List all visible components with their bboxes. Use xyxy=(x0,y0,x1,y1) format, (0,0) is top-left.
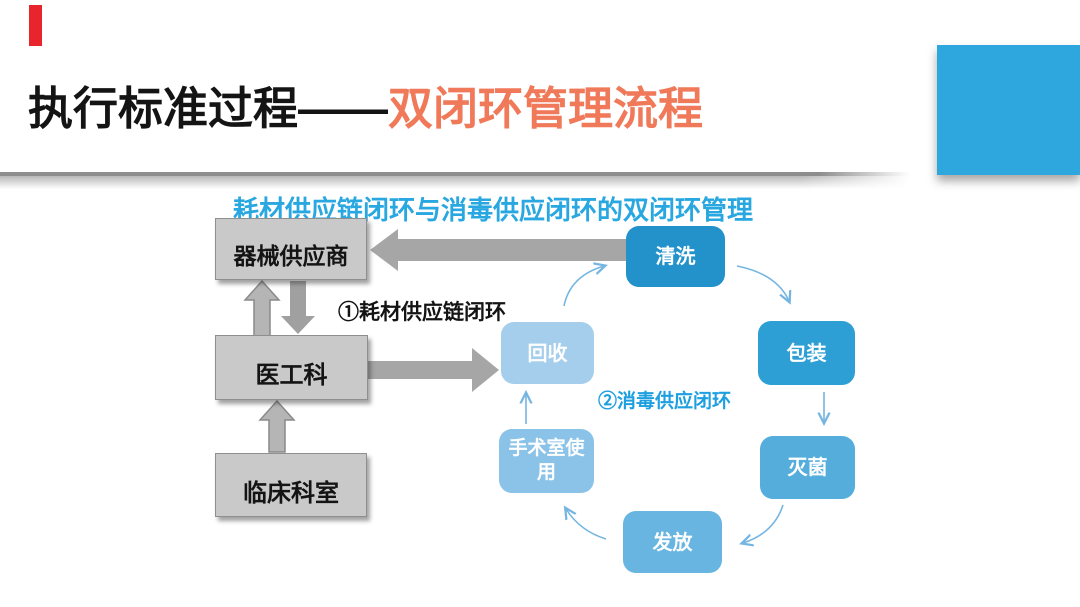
arrow-supplier-to-medeng-down xyxy=(281,281,315,334)
loop1-label: ①耗材供应链闭环 xyxy=(338,301,506,324)
cycle-step-wash: 清洗 xyxy=(626,226,725,287)
cycle-step-operating-room-use: 手术室使用 xyxy=(499,429,594,493)
arrow-medeng-to-recycle xyxy=(368,348,499,392)
divider-line xyxy=(0,172,910,176)
cycle-step-recycle: 回收 xyxy=(501,322,594,384)
loop2-label: ②消毒供应闭环 xyxy=(598,391,732,412)
cycle-step-pack: 包装 xyxy=(758,321,855,385)
title-dash: —— xyxy=(298,83,389,134)
divider-shadow xyxy=(0,176,910,189)
title-black-part: 执行标准过程 xyxy=(28,83,299,134)
decorative-corner-square xyxy=(937,45,1080,175)
medical-engineering-box: 医工科 xyxy=(215,335,368,400)
arrow-medeng-to-supplier-up xyxy=(243,279,281,337)
clinical-dept-box: 临床科室 xyxy=(215,453,367,517)
arrow-clinical-to-medeng-up xyxy=(258,399,296,453)
supplier-box: 器械供应商 xyxy=(215,218,367,280)
arrow-sterilize-to-dispense xyxy=(743,504,784,543)
arrow-dispense-to-oruse xyxy=(566,509,607,540)
cycle-step-sterilize: 灭菌 xyxy=(760,436,855,499)
red-accent-mark xyxy=(29,5,42,46)
title-divider-line xyxy=(0,172,910,190)
cycle-step-dispense: 发放 xyxy=(623,511,722,573)
arrow-wash-to-supplier xyxy=(370,229,628,271)
arrow-wash-to-pack xyxy=(736,265,789,301)
title-orange-part: 双闭环管理流程 xyxy=(388,83,704,134)
arrow-recycle-to-wash xyxy=(563,266,604,307)
page-title: 执行标准过程——双闭环管理流程 xyxy=(28,84,703,134)
